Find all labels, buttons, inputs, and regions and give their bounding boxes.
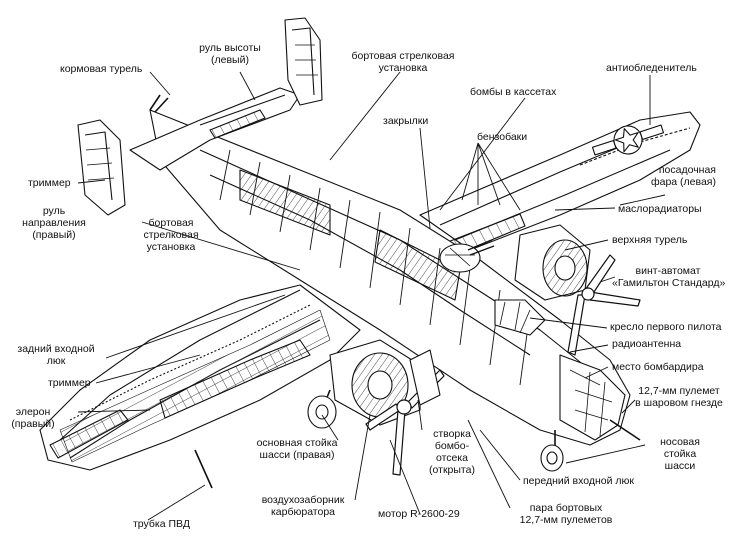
right-aileron xyxy=(49,409,129,459)
label-trim-tab-bottom: триммер xyxy=(48,377,91,389)
left-engine-nacelle xyxy=(514,224,591,301)
nose-gear xyxy=(540,430,564,472)
label-aileron-right: элерон (правый) xyxy=(11,406,55,430)
label-side-guns: пара бортовых 12,7-мм пулеметов xyxy=(519,502,613,526)
label-bomb-bay-door: створка бомбо- отсека (открыта) xyxy=(429,428,475,476)
label-fuel-tanks: бензобаки xyxy=(477,131,528,143)
label-landing-light: посадочная фара (левая) xyxy=(650,164,716,188)
label-deicer: антиобледенитель xyxy=(606,62,697,74)
nose-gun xyxy=(609,419,641,441)
label-front-hatch: передний входной люк xyxy=(523,475,635,487)
bomb-bay-door xyxy=(409,349,441,406)
label-radio-antenna: радиоантенна xyxy=(612,338,682,350)
label-flaps: закрылки xyxy=(383,115,429,127)
label-waist-gun-lower: бортовая стрелковая установка xyxy=(143,217,199,253)
label-upper-turret: верхняя турель xyxy=(612,234,688,246)
right-fin xyxy=(77,119,126,216)
label-pitot-tube: трубка ПВД xyxy=(133,518,190,530)
main-gear xyxy=(307,389,337,429)
label-main-gear: основная стойка шасси (правая) xyxy=(256,437,338,461)
upper-turret xyxy=(439,239,495,273)
label-bombs: бомбы в кассетах xyxy=(470,86,557,98)
leader-lines xyxy=(77,71,666,521)
label-tail-turret: кормовая турель xyxy=(60,63,143,75)
pitot-tube xyxy=(194,449,213,489)
label-propeller: винт-автомат «Гамильтон Стандард» xyxy=(612,265,726,289)
cockpit-canopy xyxy=(494,299,546,336)
label-elevator-left: руль высоты (левый) xyxy=(199,42,261,66)
label-rudder-right: руль направления (правый) xyxy=(22,205,86,241)
label-trim-tab-top: триммер xyxy=(28,177,71,189)
label-pilot-seat: кресло первого пилота xyxy=(610,321,722,333)
left-propeller xyxy=(567,254,641,356)
label-waist-gun-upper: бортовая стрелковая установка xyxy=(351,50,455,74)
label-rear-hatch: задний входной люк xyxy=(17,343,95,367)
label-engine: мотор R-2600-29 xyxy=(378,508,460,520)
label-oil-coolers: маслорадиаторы xyxy=(618,203,702,215)
label-bombardier: место бомбардира xyxy=(612,361,704,373)
star-insignia xyxy=(591,124,665,156)
label-nose-gear: носовая стойка шасси xyxy=(660,436,700,472)
label-ball-gun: 12,7-мм пулемет в шаровом гнезде xyxy=(635,385,723,409)
label-carb-intake: воздухозаборник карбюратора xyxy=(261,494,345,518)
